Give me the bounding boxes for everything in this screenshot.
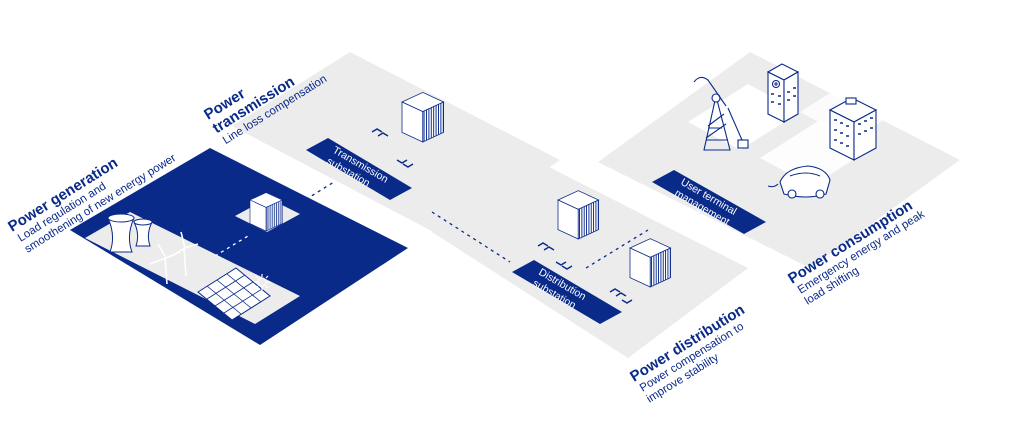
connector-line	[299, 181, 511, 263]
battery-cabinet-icon	[401, 92, 445, 143]
electric-car-icon	[767, 165, 831, 199]
distribution-tile	[432, 165, 748, 358]
office-building-icon	[828, 97, 878, 161]
oil-pump-jack-icon	[693, 76, 749, 151]
battery-cabinet-icon	[629, 238, 671, 288]
battery-cabinet-icon	[249, 192, 283, 232]
sun-icon	[254, 274, 270, 290]
chevron-arrows-icon	[537, 242, 633, 304]
hospital-icon	[766, 63, 800, 123]
cooling-tower-icon	[107, 213, 153, 253]
wind-turbine-icon	[149, 231, 199, 285]
solar-panel-icon	[197, 267, 271, 321]
battery-cabinet-icon	[557, 190, 599, 240]
transmission-tile	[232, 52, 560, 238]
connector-line	[585, 229, 649, 269]
chevron-arrows-icon	[371, 128, 414, 168]
